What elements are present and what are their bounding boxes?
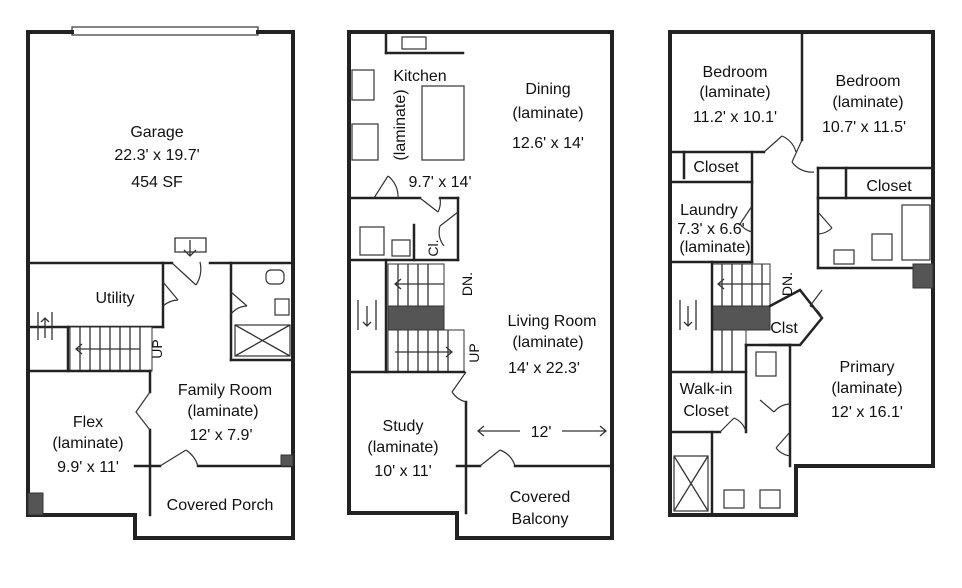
study-material: (laminate) xyxy=(367,439,438,456)
living-room-dims: 14' x 22.3' xyxy=(508,360,580,377)
primary-dims: 12' x 16.1' xyxy=(831,404,903,421)
floor-2: Kitchen (laminate) 9.7' x 14' Dining (la… xyxy=(347,30,614,540)
closet2-label: Closet xyxy=(866,178,912,195)
study-dims: 10' x 11' xyxy=(374,463,431,480)
covered-balcony-line2: Balcony xyxy=(512,511,569,528)
dining-dims: 12.6' x 14' xyxy=(512,135,584,152)
bedroom1-material: (laminate) xyxy=(699,84,770,101)
bedroom1-name: Bedroom xyxy=(703,64,768,81)
living-room-name: Living Room xyxy=(508,313,597,330)
stair-treads-f2-top xyxy=(397,264,429,306)
family-room-material: (laminate) xyxy=(187,403,258,420)
flex-material: (laminate) xyxy=(52,435,123,452)
garage-area: 454 SF xyxy=(131,174,183,191)
primary-name: Primary xyxy=(839,359,894,376)
walkin-line2: Closet xyxy=(683,403,729,420)
utility-name: Utility xyxy=(95,290,134,307)
garage-door xyxy=(71,26,259,36)
covered-balcony-line1: Covered xyxy=(510,489,570,506)
stair-treads-f2-bottom xyxy=(397,330,449,372)
kitchen-dims: 9.7' x 14' xyxy=(408,174,471,191)
family-room-dims: 12' x 7.9' xyxy=(189,427,252,444)
f3-dn-label: DN. xyxy=(779,272,795,296)
kitchen-name: Kitchen xyxy=(393,68,446,85)
primary-material: (laminate) xyxy=(831,380,902,397)
clst-label: Clst xyxy=(770,320,798,337)
family-room-name: Family Room xyxy=(178,382,272,399)
bedroom1-dims: 11.2' x 10.1' xyxy=(693,109,777,126)
width-label: 12' xyxy=(531,424,552,441)
walkin-line1: Walk-in xyxy=(680,381,733,398)
laundry-name: Laundry xyxy=(680,202,738,219)
floor-3: Bedroom (laminate) 11.2' x 10.1' Bedroom… xyxy=(668,30,935,517)
f1-up-label: UP xyxy=(149,339,165,358)
floor-1: Garage 22.3' x 19.7' 454 SF Utility UP F… xyxy=(26,26,295,540)
covered-porch-name: Covered Porch xyxy=(167,497,274,514)
flex-name: Flex xyxy=(73,414,103,431)
laundry-material: (laminate) xyxy=(679,239,750,256)
bedroom2-name: Bedroom xyxy=(836,73,901,90)
dining-material: (laminate) xyxy=(512,105,583,122)
stair-treads-f3-top xyxy=(721,264,763,306)
garage-name: Garage xyxy=(130,124,183,141)
closet1-label: Closet xyxy=(693,159,739,176)
bedroom2-material: (laminate) xyxy=(832,94,903,111)
living-room-material: (laminate) xyxy=(512,334,583,351)
bedroom2-dims: 10.7' x 11.5' xyxy=(822,119,906,136)
f2-dn-label: DN. xyxy=(459,272,475,296)
f2-up-label: UP xyxy=(466,343,482,362)
flex-dims: 9.9' x 11' xyxy=(57,459,119,476)
study-name: Study xyxy=(383,418,424,435)
laundry-dims: 7.3' x 6.6' xyxy=(677,221,744,238)
closet-abbrev: Cl. xyxy=(425,239,441,256)
kitchen-material: (laminate) xyxy=(392,89,409,160)
dining-name: Dining xyxy=(525,81,570,98)
garage-dims: 22.3' x 19.7' xyxy=(114,147,199,164)
